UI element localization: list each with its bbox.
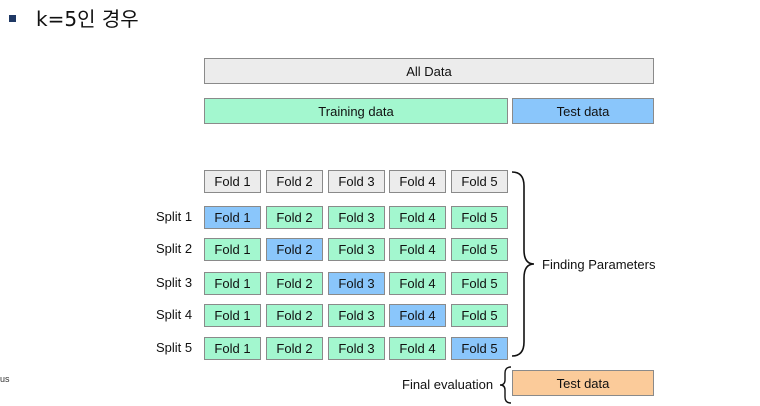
split-1-fold-4: Fold 4: [389, 206, 446, 229]
split-3-fold-5: Fold 5: [451, 272, 508, 295]
fold-label: Fold 5: [461, 308, 498, 323]
split-5-fold-2: Fold 2: [266, 337, 323, 360]
test-data-label: Test data: [556, 103, 610, 119]
split-1-fold-1: Fold 1: [204, 206, 261, 229]
corner-fragment-text: us: [0, 374, 10, 384]
split-2-fold-2: Fold 2: [266, 238, 323, 261]
split-4-fold-1: Fold 1: [204, 304, 261, 327]
header-fold-3: Fold 3: [328, 170, 385, 193]
header-fold-5: Fold 5: [451, 170, 508, 193]
fold-label: Fold 4: [399, 174, 436, 189]
fold-label: Fold 2: [276, 341, 313, 356]
split-label-1: Split 1: [156, 209, 193, 224]
split-1-fold-3: Fold 3: [328, 206, 385, 229]
split-4-fold-3: Fold 3: [328, 304, 385, 327]
fold-label: Fold 3: [338, 210, 375, 225]
split-4-fold-4: Fold 4: [389, 304, 446, 327]
fold-label: Fold 1: [214, 341, 251, 356]
split-3-fold-1: Fold 1: [204, 272, 261, 295]
fold-label: Fold 2: [276, 308, 313, 323]
finding-parameters-brace: [511, 171, 535, 357]
split-5-fold-1: Fold 1: [204, 337, 261, 360]
fold-label: Fold 3: [338, 242, 375, 257]
split-label-4: Split 4: [156, 307, 193, 322]
split-5-fold-5: Fold 5: [451, 337, 508, 360]
fold-label: Fold 4: [399, 242, 436, 257]
all-data-bar: All Data: [204, 58, 654, 84]
training-data-label: Training data: [318, 103, 394, 119]
all-data-label: All Data: [406, 63, 452, 79]
final-test-data-bar: Test data: [512, 370, 654, 396]
split-3-fold-4: Fold 4: [389, 272, 446, 295]
final-test-data-label: Test data: [556, 375, 610, 391]
fold-label: Fold 1: [214, 210, 251, 225]
split-3-fold-2: Fold 2: [266, 272, 323, 295]
fold-label: Fold 1: [214, 174, 251, 189]
split-1-fold-2: Fold 2: [266, 206, 323, 229]
fold-label: Fold 5: [461, 210, 498, 225]
final-evaluation-brace: [499, 366, 512, 404]
fold-label: Fold 3: [338, 308, 375, 323]
fold-label: Fold 2: [276, 210, 313, 225]
fold-label: Fold 4: [399, 341, 436, 356]
bullet-marker: [9, 15, 16, 22]
fold-label: Fold 4: [399, 210, 436, 225]
header-fold-4: Fold 4: [389, 170, 446, 193]
split-5-fold-3: Fold 3: [328, 337, 385, 360]
split-1-fold-5: Fold 5: [451, 206, 508, 229]
split-label-5: Split 5: [156, 340, 193, 355]
split-2-fold-4: Fold 4: [389, 238, 446, 261]
fold-label: Fold 3: [338, 341, 375, 356]
fold-label: Fold 2: [276, 174, 313, 189]
fold-label: Fold 5: [461, 174, 498, 189]
fold-label: Fold 3: [338, 174, 375, 189]
final-evaluation-label: Final evaluation: [402, 377, 494, 392]
test-data-bar: Test data: [512, 98, 654, 124]
slide-title: k=5인 경우: [36, 7, 139, 31]
finding-parameters-label: Finding Parameters: [542, 257, 656, 272]
fold-label: Fold 1: [214, 242, 251, 257]
header-fold-2: Fold 2: [266, 170, 323, 193]
fold-label: Fold 4: [399, 276, 436, 291]
fold-label: Fold 1: [214, 308, 251, 323]
fold-label: Fold 1: [214, 276, 251, 291]
fold-label: Fold 5: [461, 276, 498, 291]
fold-label: Fold 2: [276, 276, 313, 291]
training-data-bar: Training data: [204, 98, 508, 124]
split-label-3: Split 3: [156, 275, 193, 290]
split-5-fold-4: Fold 4: [389, 337, 446, 360]
split-label-2: Split 2: [156, 241, 193, 256]
fold-label: Fold 5: [461, 242, 498, 257]
split-3-fold-3: Fold 3: [328, 272, 385, 295]
split-4-fold-2: Fold 2: [266, 304, 323, 327]
header-fold-1: Fold 1: [204, 170, 261, 193]
fold-label: Fold 5: [461, 341, 498, 356]
fold-label: Fold 4: [399, 308, 436, 323]
split-2-fold-3: Fold 3: [328, 238, 385, 261]
split-4-fold-5: Fold 5: [451, 304, 508, 327]
fold-label: Fold 2: [276, 242, 313, 257]
split-2-fold-1: Fold 1: [204, 238, 261, 261]
fold-label: Fold 3: [338, 276, 375, 291]
split-2-fold-5: Fold 5: [451, 238, 508, 261]
